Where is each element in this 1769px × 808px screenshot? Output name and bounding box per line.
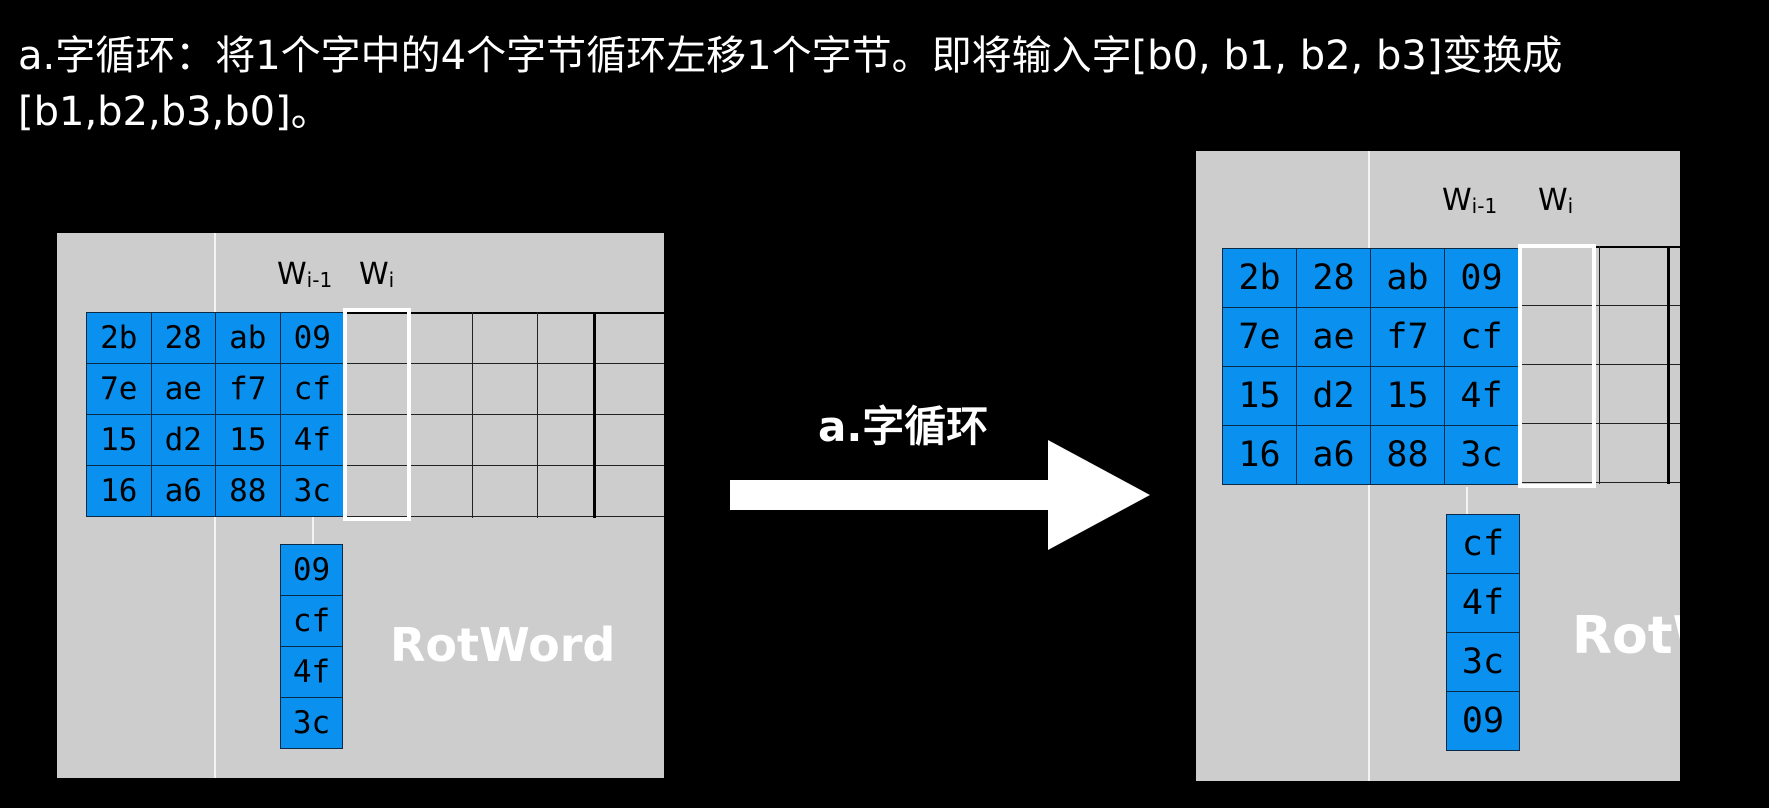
connector-line [1466, 487, 1468, 517]
highlight-wi-column [343, 308, 411, 521]
byte-cell: a6 [150, 465, 216, 517]
description-text: a.字循环：将1个字中的4个字节循环左移1个字节。即将输入字[b0, b1, b… [18, 33, 1563, 135]
byte-cell: d2 [1296, 366, 1371, 426]
byte-cell: d2 [150, 414, 216, 466]
highlight-wi-column [1518, 244, 1596, 488]
byte-cell: 2b [86, 312, 152, 364]
grid-line [537, 312, 538, 518]
label-w-prev: Wi-1 [277, 257, 332, 292]
rotword-label: RotWord [1572, 606, 1680, 666]
byte-cell: 09 [280, 544, 343, 596]
byte-cell: 16 [1222, 425, 1297, 485]
byte-cell: 3c [280, 697, 343, 749]
byte-cell: a6 [1296, 425, 1371, 485]
right-arrow-icon [730, 440, 1150, 550]
byte-cell: 2b [1222, 248, 1297, 308]
byte-cell: 16 [86, 465, 152, 517]
grid-line [593, 312, 596, 518]
arrow-label: a.字循环 [818, 402, 989, 451]
label-w-prev-text: W [277, 257, 307, 292]
byte-cell: ab [1370, 248, 1445, 308]
byte-cell: 3c [279, 465, 345, 517]
byte-cell: 4f [279, 414, 345, 466]
label-w-prev-sub: i-1 [306, 268, 333, 292]
byte-cell: 09 [279, 312, 345, 364]
byte-cell: 09 [1446, 691, 1520, 751]
byte-cell: 88 [1370, 425, 1445, 485]
byte-cell: ab [215, 312, 281, 364]
byte-cell: 15 [215, 414, 281, 466]
byte-cell: 09 [1444, 248, 1519, 308]
byte-cell: 3c [1444, 425, 1519, 485]
label-w-prev-sub: i-1 [1471, 194, 1498, 218]
grid-line [343, 414, 664, 415]
label-w-cur: Wi [359, 257, 394, 292]
byte-cell: 3c [1446, 632, 1520, 692]
rotword-label: RotWord [390, 618, 616, 672]
label-w-cur-sub: i [388, 268, 395, 292]
label-w-prev: Wi-1 [1442, 183, 1497, 218]
grid-line [1599, 246, 1600, 484]
byte-cell: 28 [150, 312, 216, 364]
label-w-cur-text: W [359, 257, 389, 292]
grid-line [472, 312, 473, 518]
grid-line [343, 312, 664, 314]
grid-line [343, 465, 664, 466]
byte-cell: 4f [1446, 573, 1520, 633]
label-w-cur-text: W [1538, 183, 1568, 218]
empty-grid [1519, 246, 1680, 484]
label-w-cur: Wi [1538, 183, 1573, 218]
byte-cell: 7e [86, 363, 152, 415]
byte-cell: 15 [1370, 366, 1445, 426]
byte-cell: 4f [1444, 366, 1519, 426]
grid-line [1667, 246, 1670, 484]
byte-cell: 88 [215, 465, 281, 517]
byte-cell: cf [279, 363, 345, 415]
byte-cell: 4f [280, 646, 343, 698]
grid-line [343, 516, 664, 517]
label-w-prev-text: W [1442, 183, 1472, 218]
byte-cell: cf [280, 595, 343, 647]
byte-cell: f7 [215, 363, 281, 415]
byte-cell: 28 [1296, 248, 1371, 308]
label-w-cur-sub: i [1567, 194, 1574, 218]
byte-cell: 15 [1222, 366, 1297, 426]
byte-cell: f7 [1370, 307, 1445, 367]
byte-cell: 7e [1222, 307, 1297, 367]
byte-cell: cf [1444, 307, 1519, 367]
byte-cell: 15 [86, 414, 152, 466]
byte-cell: cf [1446, 514, 1520, 574]
byte-cell: ae [1296, 307, 1371, 367]
byte-cell: ae [150, 363, 216, 415]
grid-line [343, 363, 664, 364]
